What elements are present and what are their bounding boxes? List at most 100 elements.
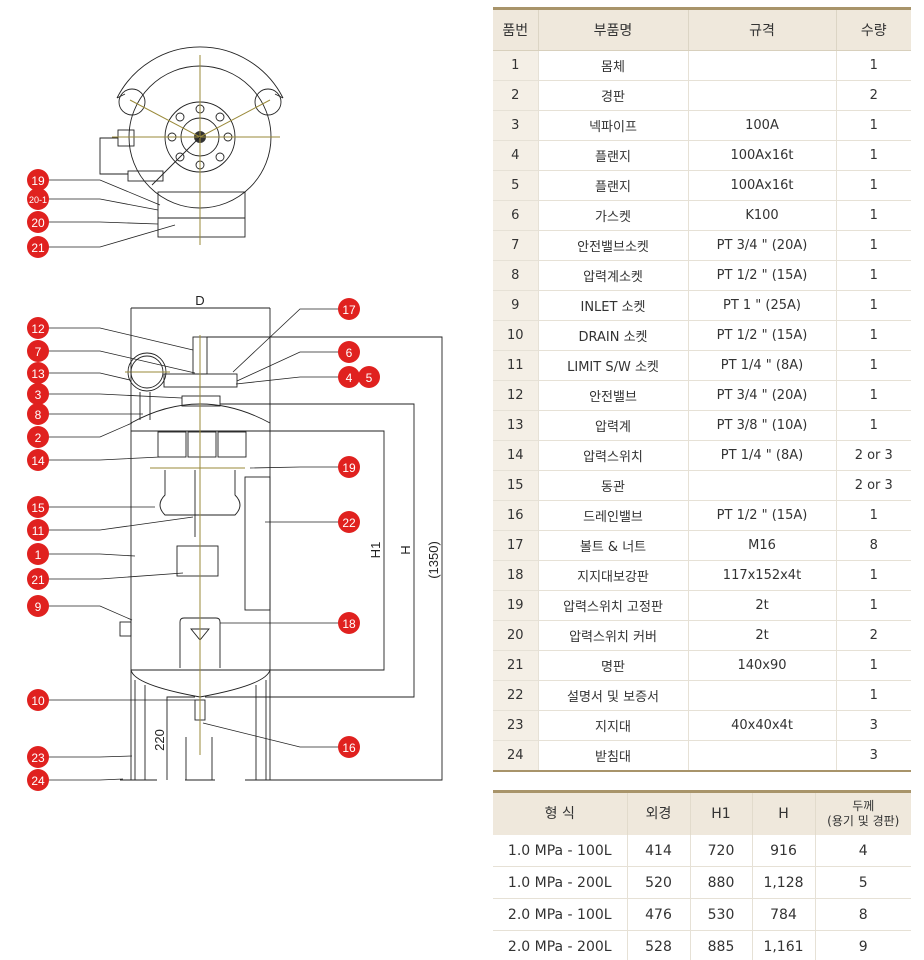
cell-spec: PT 3/8 " (10A) (688, 410, 837, 441)
part-balloon (27, 340, 49, 362)
part-balloon-label: 19 (342, 461, 356, 475)
cell-no: 9 (493, 290, 539, 321)
part-balloon (27, 169, 49, 191)
part-balloon-label: 16 (342, 741, 356, 755)
vessel-drawing: D (1350) H H1 220 1920-12021127133821415… (27, 46, 443, 791)
cell-h1: 530 (690, 898, 753, 931)
cell-spec: 117x152x4t (688, 560, 837, 591)
header-spec: 규격 (688, 8, 837, 51)
cell-thickness: 9 (815, 930, 911, 960)
part-balloon-label: 18 (342, 617, 356, 631)
part-balloon-label: 19 (31, 174, 45, 188)
cell-no: 15 (493, 470, 539, 501)
cell-qty: 1 (836, 290, 911, 321)
cell-no: 6 (493, 200, 539, 231)
part-balloon (27, 403, 49, 425)
part-balloon-label: 7 (35, 345, 42, 359)
cell-no: 5 (493, 170, 539, 201)
cell-no: 2 (493, 80, 539, 111)
cell-spec: PT 3/4 " (20A) (688, 380, 837, 411)
cell-spec (688, 80, 837, 111)
leader-line (38, 572, 184, 580)
dimensions: D (1350) H H1 220 (130, 293, 443, 781)
cell-name: 드레인밸브 (538, 500, 689, 531)
cell-name: 넥파이프 (538, 110, 689, 141)
part-balloon (338, 736, 360, 758)
leader-line (249, 466, 349, 469)
cell-qty: 2 or 3 (836, 440, 911, 471)
part-balloon (27, 496, 49, 518)
cell-qty: 2 (836, 620, 911, 651)
part-balloon-label: 1 (35, 548, 42, 562)
dim-d-label: D (195, 293, 204, 308)
leader-line (38, 393, 183, 399)
cell-h: 916 (752, 835, 816, 867)
part-balloon-label: 21 (31, 241, 45, 255)
cell-name: 명판 (538, 650, 689, 681)
part-balloon (358, 366, 380, 388)
cell-name: 압력계 (538, 410, 689, 441)
dim-h1-label: H1 (368, 542, 383, 559)
part-balloon-label: 21 (31, 573, 45, 587)
leader-line (38, 179, 161, 206)
part-balloon (27, 236, 49, 258)
cell-no: 4 (493, 140, 539, 171)
cell-name: 압력스위치 커버 (538, 620, 689, 651)
cell-spec: PT 1/2 " (15A) (688, 260, 837, 291)
leader-line (38, 198, 159, 211)
header-diameter: 외경 (627, 791, 691, 835)
cell-qty: 2 (836, 80, 911, 111)
cell-qty: 1 (836, 320, 911, 351)
header-no: 품번 (493, 8, 539, 51)
part-balloon (27, 188, 49, 210)
cell-model: 2.0 MPa - 200L (493, 930, 628, 960)
cell-no: 7 (493, 230, 539, 261)
cell-no: 23 (493, 710, 539, 741)
leader-line (38, 224, 176, 248)
leader-line (38, 372, 131, 381)
cell-model: 1.0 MPa - 100L (493, 835, 628, 867)
part-balloon-label: 15 (31, 501, 45, 515)
cell-name: 지지대보강판 (538, 560, 689, 591)
part-balloon-label: 11 (32, 524, 45, 538)
cell-qty: 1 (836, 560, 911, 591)
cell-name: 몸체 (538, 50, 689, 81)
cell-qty: 1 (836, 200, 911, 231)
cell-name: 받침대 (538, 740, 689, 772)
cell-spec: 40x40x4t (688, 710, 837, 741)
cell-spec: 2t (688, 590, 837, 621)
cell-no: 17 (493, 530, 539, 561)
cell-spec (688, 740, 837, 772)
part-balloon (338, 511, 360, 533)
cell-spec: PT 1/2 " (15A) (688, 320, 837, 351)
cell-qty: 1 (836, 350, 911, 381)
part-balloon (27, 746, 49, 768)
part-balloon (27, 568, 49, 590)
header-model: 형 식 (493, 791, 628, 835)
part-balloon (27, 689, 49, 711)
part-balloon (338, 612, 360, 634)
cell-name: 가스켓 (538, 200, 689, 231)
leader-line (236, 351, 349, 382)
part-balloon (27, 595, 49, 617)
cell-spec: K100 (688, 200, 837, 231)
cell-spec: PT 1 " (25A) (688, 290, 837, 321)
part-balloon-label: 17 (342, 303, 356, 317)
cell-spec: 100A (688, 110, 837, 141)
cell-qty: 1 (836, 50, 911, 81)
